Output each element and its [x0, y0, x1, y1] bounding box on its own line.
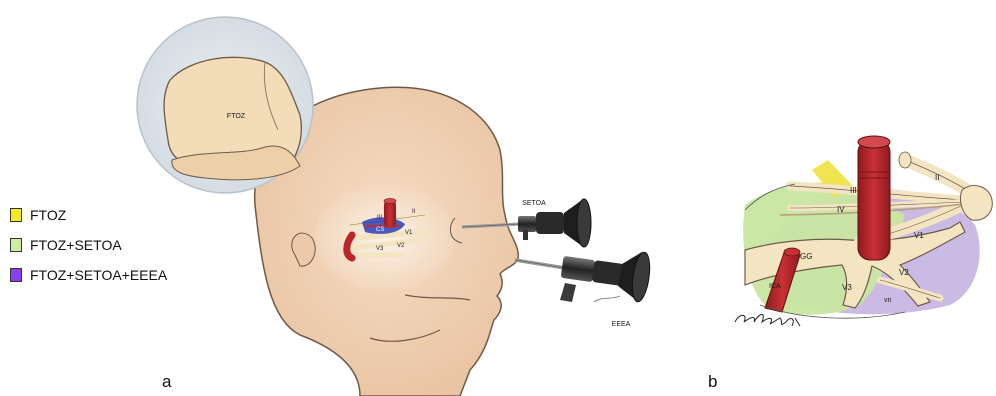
legend-item-ftoz: FTOZ	[10, 200, 167, 230]
panel-b-anatomy: III II IV V1 GG V2 V3 vn ICA	[735, 136, 992, 326]
endoscope-eeea: EEEA	[515, 251, 652, 328]
b-label-iv: IV	[837, 205, 845, 214]
inset-label-v1: V1	[405, 230, 413, 236]
legend-item-ftoz-setoa-eeea: FTOZ+SETOA+EEEA	[10, 260, 167, 290]
panel-b-label: b	[708, 372, 717, 392]
inset-label-iii: III	[377, 215, 382, 221]
b-label-ii: II	[935, 173, 939, 182]
inset-label-v2: V2	[397, 243, 405, 249]
artist-signature	[735, 315, 800, 327]
b-label-ica: ICA	[769, 283, 781, 290]
legend-item-ftoz-setoa: FTOZ+SETOA	[10, 230, 167, 260]
legend-label: FTOZ	[30, 207, 66, 223]
legend-swatch	[10, 268, 22, 282]
magnified-label: FTOZ	[227, 113, 246, 120]
endoscope-bottom-label: EEEA	[612, 321, 631, 328]
panel-a-label: a	[162, 372, 171, 392]
b-label-vn: vn	[884, 297, 892, 304]
b-label-v2: V2	[899, 268, 909, 277]
b-label-gg: GG	[800, 252, 812, 261]
endoscope-top-label: SETOA	[522, 200, 546, 207]
legend-swatch	[10, 238, 22, 252]
inset-label-v3: V3	[376, 246, 384, 252]
b-label-iii: III	[850, 186, 857, 195]
b-label-v1: V1	[914, 231, 924, 240]
inset-label-ii: II	[412, 209, 416, 215]
inset-label-cs: CS	[376, 227, 384, 233]
b-label-v3: V3	[842, 283, 852, 292]
legend: FTOZ FTOZ+SETOA FTOZ+SETOA+EEEA	[10, 200, 167, 290]
legend-swatch	[10, 208, 22, 222]
legend-label: FTOZ+SETOA+EEEA	[30, 267, 167, 283]
legend-label: FTOZ+SETOA	[30, 237, 122, 253]
magnified-bubble: FTOZ	[137, 17, 313, 193]
orbital-inset: III II CS V1 V2 V3	[315, 182, 455, 292]
